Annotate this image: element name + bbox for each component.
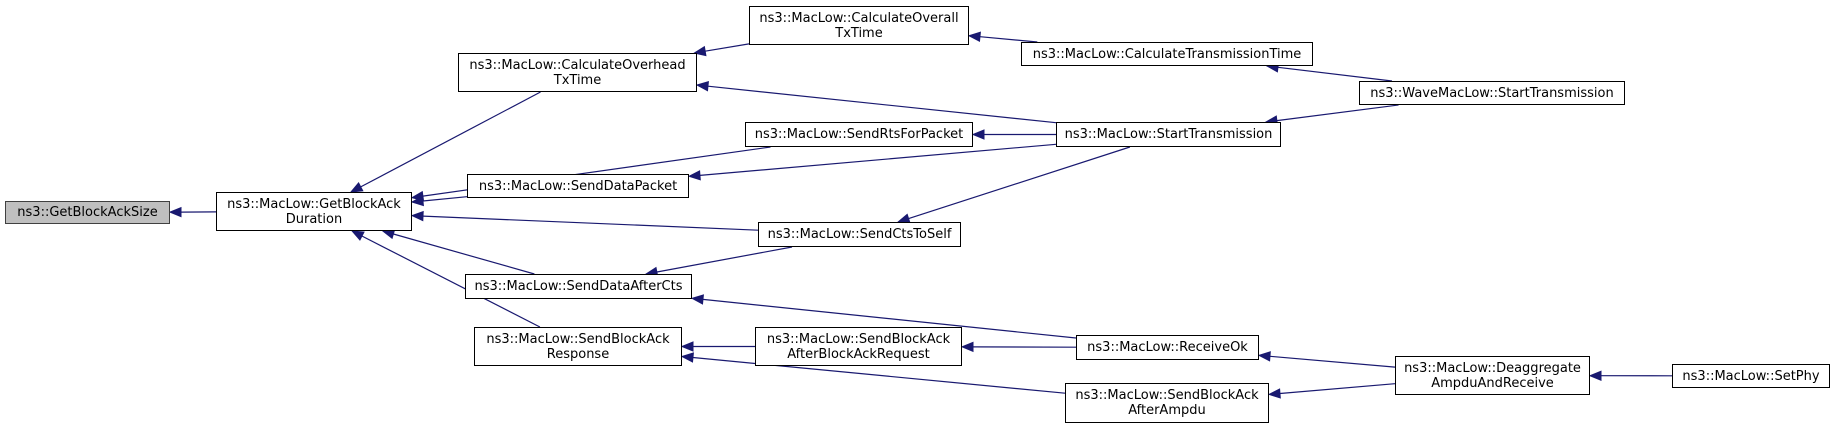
- node-deaggregateampduandreceive[interactable]: ns3::MacLow::Deaggregate AmpduAndReceive: [1395, 356, 1590, 395]
- node-getblockacksize: ns3::GetBlockAckSize: [5, 201, 170, 224]
- node-calculatetransmissiontime[interactable]: ns3::MacLow::CalculateTransmissionTime: [1021, 42, 1313, 66]
- node-receiveok[interactable]: ns3::MacLow::ReceiveOk: [1076, 335, 1259, 360]
- edge-starttransmission-to-calculateoverheadtxtime: [707, 85, 1057, 124]
- arrowhead-calculateoveralltxtime: [967, 31, 981, 42]
- node-sendblockackresponse[interactable]: ns3::MacLow::SendBlockAck Response: [474, 327, 682, 366]
- node-wavemaclow-starttransmission[interactable]: ns3::WaveMacLow::StartTransmission: [1359, 81, 1625, 105]
- node-label: ns3::MacLow::SendDataPacket: [478, 178, 678, 194]
- edge-sendctstoself-to-getblockackduration: [422, 215, 759, 231]
- node-sendblockackafterampdu[interactable]: ns3::MacLow::SendBlockAck AfterAmpdu: [1065, 383, 1269, 423]
- edge-sendblockackresponse-to-getblockackduration: [361, 235, 541, 328]
- arrowhead-calculateoverheadtxtime: [693, 45, 707, 57]
- node-getblockackduration[interactable]: ns3::MacLow::GetBlockAck Duration: [216, 192, 412, 231]
- edge-senddatapacket-to-getblockackduration: [422, 196, 468, 202]
- arrowhead-calculateoverheadtxtime: [695, 81, 709, 92]
- node-label: ns3::MacLow::GetBlockAck Duration: [227, 196, 401, 227]
- arrowhead-receiveok: [1257, 351, 1271, 362]
- edge-sendblockackafterampdu-to-sendblockackresponse: [692, 356, 1066, 394]
- node-calculateoveralltxtime[interactable]: ns3::MacLow::CalculateOverall TxTime: [749, 6, 969, 45]
- node-label: ns3::GetBlockAckSize: [17, 205, 158, 220]
- edge-calculateoverheadtxtime-to-getblockackduration: [360, 91, 541, 188]
- node-label: ns3::MacLow::SendBlockAck AfterBlockAckR…: [766, 331, 951, 362]
- arrowhead-senddatapacket: [687, 170, 701, 181]
- node-senddataaftercts[interactable]: ns3::MacLow::SendDataAfterCts: [465, 274, 692, 299]
- arrowhead-senddataaftercts: [690, 294, 704, 305]
- edge-sendctstoself-to-senddataaftercts: [656, 246, 793, 273]
- arrowhead-getblockacksize: [168, 206, 182, 218]
- edge-deaggregateampduandreceive-to-sendblockackafterampdu: [1279, 383, 1396, 395]
- edge-calculatetransmissiontime-to-calculateoveralltxtime: [979, 36, 1038, 43]
- edge-starttransmission-to-senddatapacket: [699, 143, 1057, 176]
- node-sendblockackafterblockackrequest[interactable]: ns3::MacLow::SendBlockAck AfterBlockAckR…: [755, 327, 962, 366]
- arrowhead-sendblockackresponse: [680, 352, 694, 363]
- edge-receiveok-to-senddataaftercts: [702, 298, 1077, 339]
- node-sendctstoself[interactable]: ns3::MacLow::SendCtsToSelf: [758, 222, 961, 247]
- node-label: ns3::MacLow::SendBlockAck AfterAmpdu: [1075, 388, 1259, 418]
- arrowhead-sendblockackafterampdu: [1267, 388, 1281, 399]
- node-label: ns3::MacLow::ReceiveOk: [1087, 340, 1248, 355]
- arrowhead-getblockackduration: [349, 182, 364, 193]
- edge-wavemaclow_starttransmission-to-calculatetransmissiontime: [1277, 66, 1393, 82]
- node-label: ns3::MacLow::CalculateTransmissionTime: [1032, 46, 1302, 62]
- node-label: ns3::MacLow::SendBlockAck Response: [486, 331, 670, 362]
- node-label: ns3::MacLow::SendRtsForPacket: [754, 127, 964, 142]
- node-starttransmission[interactable]: ns3::MacLow::StartTransmission: [1056, 122, 1281, 147]
- node-label: ns3::MacLow::SendDataAfterCts: [474, 279, 683, 294]
- node-label: ns3::MacLow::CalculateOverall TxTime: [759, 10, 959, 41]
- node-label: ns3::MacLow::Deaggregate AmpduAndReceive: [1404, 360, 1581, 391]
- arrowhead-sendrtsforpacket: [971, 129, 985, 140]
- edge-deaggregateampduandreceive-to-receiveok: [1269, 355, 1396, 368]
- arrowhead-getblockackduration: [410, 195, 424, 207]
- edge-wavemaclow_starttransmission-to-starttransmission: [1276, 104, 1399, 122]
- arrowhead-getblockackduration: [410, 210, 424, 222]
- node-label: ns3::WaveMacLow::StartTransmission: [1370, 85, 1614, 101]
- node-label: ns3::MacLow::SendCtsToSelf: [767, 227, 952, 242]
- arrowhead-sendblockackresponse: [680, 341, 694, 352]
- node-senddatapacket[interactable]: ns3::MacLow::SendDataPacket: [467, 174, 689, 198]
- edge-starttransmission-to-sendctstoself: [908, 146, 1131, 220]
- edge-calculateoveralltxtime-to-calculateoverheadtxtime: [705, 43, 750, 52]
- node-sendrtsforpacket[interactable]: ns3::MacLow::SendRtsForPacket: [745, 122, 973, 147]
- node-calculateoverheadtxtime[interactable]: ns3::MacLow::CalculateOverhead TxTime: [458, 53, 697, 92]
- edge-senddataaftercts-to-getblockackduration: [393, 233, 535, 275]
- arrowhead-sendblockackafterblockackrequest: [960, 341, 974, 353]
- arrowhead-deaggregateampduandreceive: [1588, 370, 1602, 381]
- node-label: ns3::MacLow::StartTransmission: [1064, 127, 1273, 142]
- node-label: ns3::MacLow::SetPhy: [1682, 368, 1820, 384]
- node-label: ns3::MacLow::CalculateOverhead TxTime: [469, 57, 686, 88]
- arrowhead-getblockackduration: [350, 230, 365, 241]
- node-setphy[interactable]: ns3::MacLow::SetPhy: [1672, 364, 1830, 388]
